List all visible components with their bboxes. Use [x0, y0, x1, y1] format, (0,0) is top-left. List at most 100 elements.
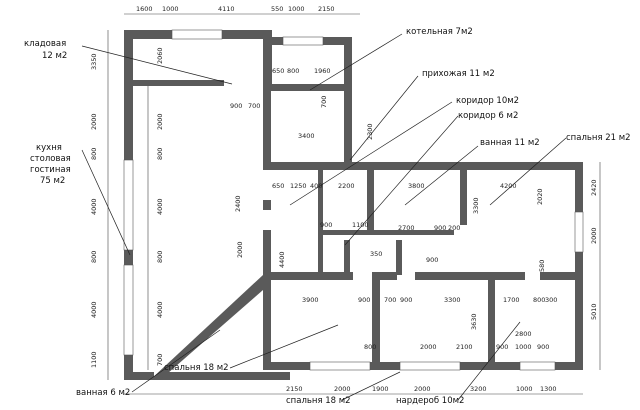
dimension-label: 2000 [90, 113, 98, 130]
dimension-label: 900 [320, 221, 332, 229]
walls [124, 30, 583, 380]
left-dimensions-inner: 2060 2000 800 4000 800 4000 700 [156, 47, 164, 366]
dimension-label: 900 [426, 256, 438, 264]
dimension-lines [107, 13, 601, 395]
dimension-label: 800 [90, 148, 98, 160]
label-kuhnya-2: столовая [30, 154, 71, 164]
dimension-label: 3900 [302, 296, 319, 304]
dimension-label: 200 [448, 224, 460, 232]
room-labels: кладовая 12 м2 котельная 7м2 прихожая 11… [24, 27, 631, 406]
dimension-label: 350 [370, 250, 382, 258]
dimension-label: 1000 [288, 5, 305, 13]
dimension-label: 2100 [456, 343, 473, 351]
dimension-label: 800 [156, 148, 164, 160]
dimension-label: 2000 [236, 241, 244, 258]
dimension-label: 400 [310, 182, 322, 190]
dimension-label: 800 [533, 296, 545, 304]
label-kotelnaya: котельная 7м2 [406, 27, 473, 37]
dimension-label: 2800 [515, 330, 532, 338]
dimension-label: 900 [496, 343, 508, 351]
dimension-label: 1100 [352, 221, 369, 229]
dimension-label: 2420 [590, 179, 598, 196]
dimension-label: 1960 [314, 67, 331, 75]
dimension-label: 580 [538, 260, 546, 272]
label-kladovaya-2: 12 м2 [42, 51, 67, 61]
dimension-label: 2300 [366, 123, 374, 140]
dimension-label: 4000 [156, 198, 164, 215]
label-vannaya6: ванная 6 м2 [76, 388, 130, 398]
dimension-label: 1100 [90, 351, 98, 368]
dimension-label: 650 [272, 182, 284, 190]
dimension-label: 1250 [290, 182, 307, 190]
dimension-label: 3200 [470, 385, 487, 393]
dimension-label: 800 [364, 343, 376, 351]
dimension-label: 800 [90, 251, 98, 263]
top-dimensions: 1600 1000 4110 550 1000 2150 [136, 5, 335, 13]
label-kuhnya-1: кухня [36, 143, 62, 153]
dimension-label: 3350 [90, 53, 98, 70]
dimension-label: 1600 [136, 5, 153, 13]
leader-lines [81, 33, 567, 401]
dimension-label: 2060 [156, 47, 164, 64]
label-spalnya18b: спальня 18 м2 [286, 396, 351, 406]
left-dimensions-outer: 3350 2000 800 4000 800 4000 1100 [90, 53, 98, 368]
dimension-label: 900 [230, 102, 242, 110]
dimension-label: 1900 [372, 385, 389, 393]
right-dimensions: 2420 2000 5010 [590, 179, 598, 320]
dimension-label: 2150 [286, 385, 303, 393]
label-garderob: нардероб 10м2 [396, 396, 464, 406]
label-koridor10: коридор 10м2 [456, 96, 519, 106]
dimension-label: 3300 [472, 197, 480, 214]
dimension-label: 1000 [162, 5, 179, 13]
label-kladovaya-1: кладовая [24, 39, 66, 49]
dimension-label: 2000 [414, 385, 431, 393]
dimension-label: 700 [320, 96, 328, 108]
dimension-label: 2400 [234, 195, 242, 212]
interior-dimensions: 900 700 650 800 1960 3400 700 2300 650 1… [230, 67, 557, 351]
dimension-label: 550 [271, 5, 283, 13]
dimension-label: 4000 [90, 301, 98, 318]
dimension-label: 900 [400, 296, 412, 304]
label-koridor6: коридор 6 м2 [458, 111, 518, 121]
label-spalnya21: спальня 21 м2 [566, 133, 631, 143]
dimension-label: 900 [358, 296, 370, 304]
dimension-label: 1000 [516, 385, 533, 393]
dimension-label: 1300 [540, 385, 557, 393]
dimension-label: 2000 [420, 343, 437, 351]
dimension-label: 700 [248, 102, 260, 110]
dimension-label: 4400 [278, 251, 286, 268]
dimension-label: 2700 [398, 224, 415, 232]
dimension-label: 4110 [218, 5, 235, 13]
windows [123, 29, 584, 371]
dimension-label: 2000 [334, 385, 351, 393]
dimension-label: 2000 [156, 113, 164, 130]
dimension-label: 900 [537, 343, 549, 351]
dimension-label: 3400 [298, 132, 315, 140]
label-vannaya11: ванная 11 м2 [480, 138, 540, 148]
dimension-label: 2200 [338, 182, 355, 190]
dimension-label: 4200 [500, 182, 517, 190]
dimension-label: 3630 [470, 313, 478, 330]
dimension-label: 700 [384, 296, 396, 304]
dimension-label: 1700 [503, 296, 520, 304]
dimension-label: 300 [545, 296, 557, 304]
dimension-label: 2000 [590, 227, 598, 244]
dimension-label: 650 [272, 67, 284, 75]
label-prihozhaya: прихожая 11 м2 [422, 69, 495, 79]
dimension-label: 700 [156, 354, 164, 366]
label-kuhnya-4: 75 м2 [40, 176, 65, 186]
label-kuhnya-3: гостиная [30, 165, 71, 175]
dimension-label: 2020 [536, 188, 544, 205]
dimension-label: 4000 [156, 301, 164, 318]
dimension-label: 2150 [318, 5, 335, 13]
dimension-label: 4000 [90, 198, 98, 215]
dimension-label: 3300 [444, 296, 461, 304]
dimension-label: 900 [434, 224, 446, 232]
dimension-label: 800 [156, 251, 164, 263]
label-spalnya18a: спальня 18 м2 [164, 363, 229, 373]
dimension-label: 800 [287, 67, 299, 75]
dimension-label: 5010 [590, 303, 598, 320]
dimension-label: 3800 [408, 182, 425, 190]
dimension-label: 1000 [515, 343, 532, 351]
